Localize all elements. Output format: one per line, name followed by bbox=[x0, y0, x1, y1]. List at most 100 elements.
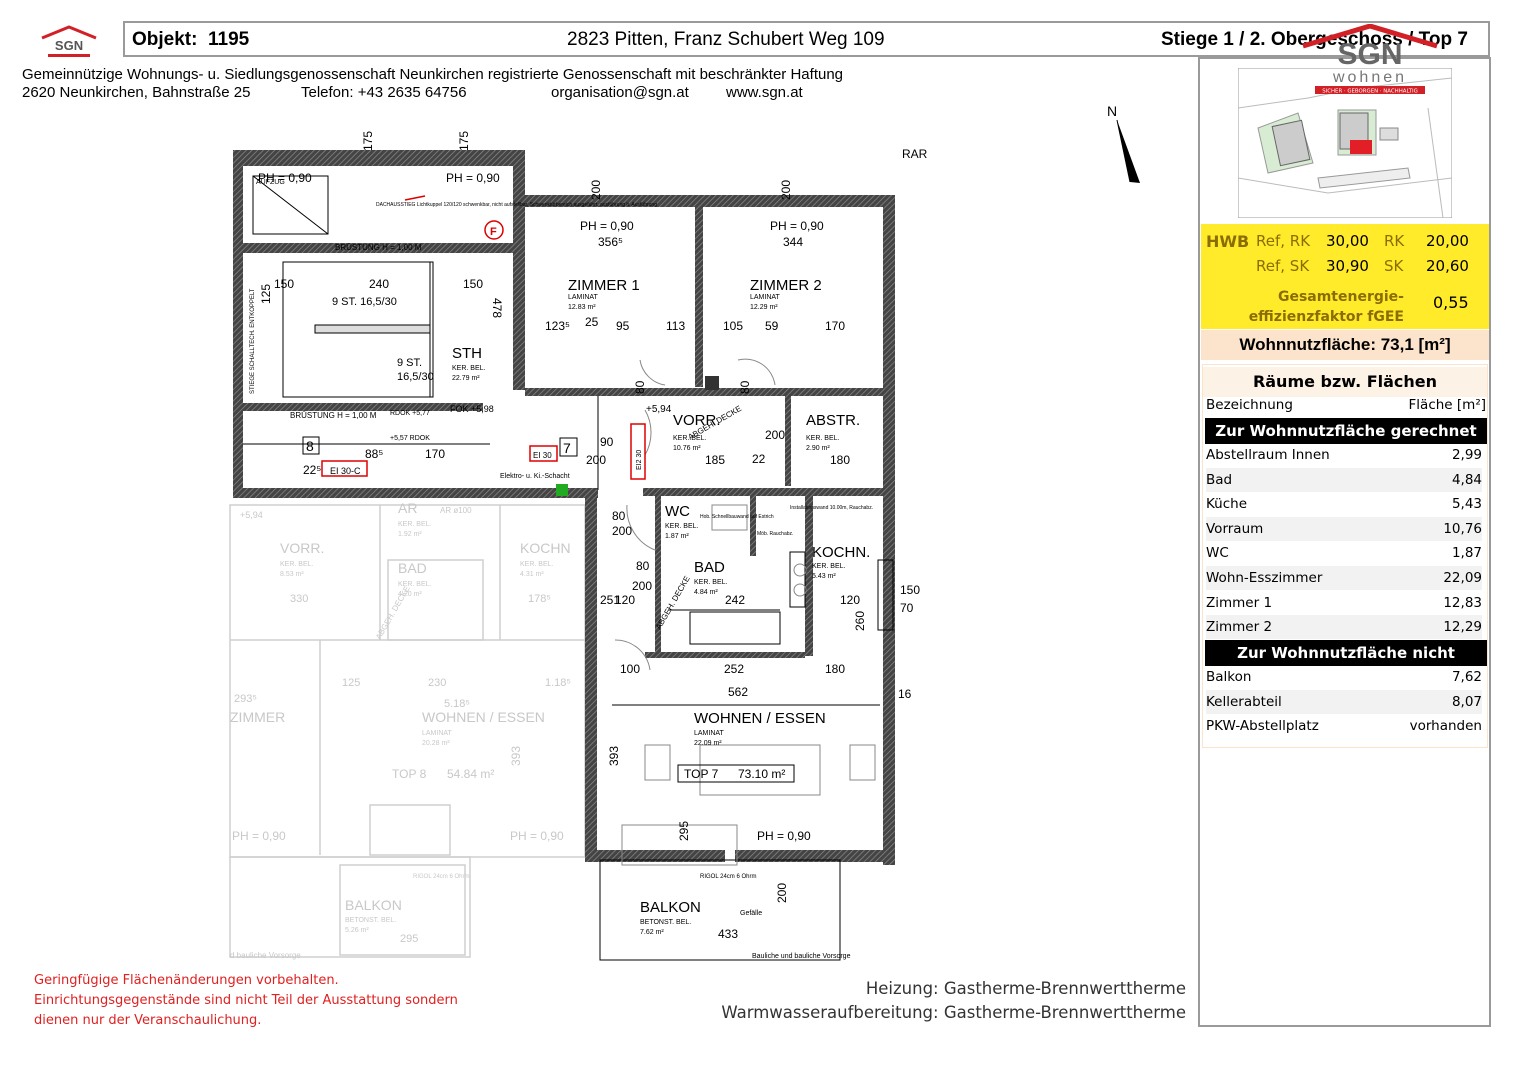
dimension-label: 80 bbox=[738, 380, 752, 394]
objekt-number: 1195 bbox=[208, 29, 250, 50]
dimension-label: 175 bbox=[457, 131, 471, 151]
room-name-cell: WC bbox=[1206, 545, 1229, 562]
dimension-label: 252 bbox=[724, 662, 744, 676]
room-area-cell: 7,62 bbox=[1451, 669, 1482, 685]
ghost-fok: +5,94 bbox=[240, 510, 263, 520]
logo-brand-text: SGN bbox=[1337, 38, 1402, 71]
ghost-bad-area: 4.20 m² bbox=[398, 591, 422, 598]
bruestung-bottom: BRÜSTUNG H = 1,00 M bbox=[290, 411, 377, 420]
dimension-label: F bbox=[490, 226, 497, 238]
organisation-web[interactable]: www.sgn.at bbox=[726, 84, 803, 101]
dimension-label: 120 bbox=[840, 593, 860, 607]
balkon-floor: BETONST. BEL. bbox=[640, 919, 691, 926]
ghost-balkon: BALKON bbox=[345, 897, 402, 913]
dimension-label: 22 bbox=[752, 452, 766, 466]
dimension-label: 80 bbox=[636, 559, 650, 573]
zimmer2-floor: LAMINAT bbox=[750, 294, 781, 301]
dimension-label: 80 bbox=[612, 509, 626, 523]
organisation-email[interactable]: organisation@sgn.at bbox=[551, 84, 689, 101]
ghost-top8-area: 54.84 m² bbox=[447, 767, 494, 781]
walls bbox=[233, 150, 895, 865]
dimension-label: 95 bbox=[616, 319, 630, 333]
ref-rk-value: 30,00 bbox=[1326, 232, 1369, 250]
marker-7: 7 bbox=[563, 440, 571, 456]
room-area-cell: vorhanden bbox=[1409, 718, 1482, 735]
rar-label: RAR bbox=[902, 147, 928, 161]
sgn-logo-small: SGN bbox=[38, 24, 100, 62]
room-area-cell: 12,29 bbox=[1443, 619, 1482, 636]
ph-label-2: PH = 0,90 bbox=[446, 171, 500, 185]
balkon-area: 7.62 m² bbox=[640, 929, 664, 936]
dimension-label: 200 bbox=[632, 579, 652, 593]
dimension-label: 150 bbox=[900, 583, 920, 597]
kochn-area: 5.43 m² bbox=[812, 573, 836, 580]
table-row: Zimmer 2 12,29 bbox=[1206, 615, 1482, 640]
dimension-label: 90 bbox=[600, 435, 614, 449]
footer-note: Bauliche und bauliche Vorsorge bbox=[752, 953, 851, 960]
ei30-label: EI 30 bbox=[533, 451, 552, 460]
dimension-label: 180 bbox=[830, 453, 850, 467]
dimension-label: 242 bbox=[725, 593, 745, 607]
logo-tagline: SICHER · GEBORGEN · NACHHALTIG bbox=[1322, 89, 1418, 95]
ghost-vorr: VORR. bbox=[280, 540, 324, 556]
dimension-label: 22⁵ bbox=[303, 463, 321, 477]
stairs-bottom: 9 ST. bbox=[397, 357, 422, 369]
sgn-wohnen-logo: SGN wohnen SICHER · GEBORGEN · NACHHALTI… bbox=[1295, 23, 1445, 96]
vorr-area: 10.76 m² bbox=[673, 445, 701, 452]
dimension-label: 200 bbox=[612, 524, 632, 538]
mob-note: Möb. Rauchabz. bbox=[757, 531, 793, 537]
ghost-zimmer: ZIMMER bbox=[230, 709, 285, 725]
room-bad: BAD bbox=[694, 559, 725, 576]
room-area-cell: 5,43 bbox=[1451, 496, 1482, 513]
room-name-cell: Wohn-Esszimmer bbox=[1206, 570, 1323, 586]
dimension-label: 180 bbox=[825, 662, 845, 676]
bad-area: 4.84 m² bbox=[694, 589, 718, 596]
ghost-ar-area: 1.92 m² bbox=[398, 531, 422, 538]
room-name-cell: Zimmer 2 bbox=[1206, 619, 1273, 636]
ghost-dim-230: 230 bbox=[428, 677, 446, 689]
room-name-cell: Balkon bbox=[1206, 669, 1252, 685]
abstr-floor: KER. BEL. bbox=[806, 435, 840, 442]
ghost-dim-518: 5.18⁵ bbox=[444, 698, 470, 710]
fok-2: +5,94 bbox=[646, 404, 672, 415]
wc-floor: KER. BEL. bbox=[665, 523, 699, 530]
room-name-cell: PKW-Abstellplatz bbox=[1206, 718, 1319, 735]
heizung-text: Heizung: Gastherme-Brennwerttherme bbox=[865, 979, 1186, 998]
ghost-dim-330: 330 bbox=[290, 593, 308, 605]
dimension-label: 200 bbox=[586, 453, 606, 467]
logo-left-text: SGN bbox=[55, 38, 83, 53]
vorr-floor: KER. BEL. bbox=[673, 435, 707, 442]
room-area-cell: 8,07 bbox=[1451, 693, 1482, 710]
ghost-dim-293: 293⁵ bbox=[234, 693, 257, 705]
dimension-label: 260 bbox=[853, 611, 867, 631]
col-area-header: Fläche [m²] bbox=[1408, 397, 1486, 413]
ghost-ar: AR bbox=[398, 500, 417, 516]
rk-label: RK bbox=[1384, 232, 1405, 250]
dimension-label: 170 bbox=[825, 319, 845, 333]
room-name-cell: Zimmer 1 bbox=[1206, 594, 1273, 611]
dimension-label: 105 bbox=[723, 319, 743, 333]
room-name-cell: Kellerabteil bbox=[1206, 693, 1282, 710]
ghost-unit-top8 bbox=[229, 504, 586, 958]
ghost-ph-1: PH = 0,90 bbox=[232, 829, 286, 843]
dimension-label: 120 bbox=[615, 593, 635, 607]
abstr-area: 2.90 m² bbox=[806, 445, 830, 452]
ghost-balkon-floor: BETONST. BEL. bbox=[345, 917, 396, 924]
ghost-ar-label: AR ø100 bbox=[440, 506, 472, 515]
fgee-label: Gesamtenergie-effizienzfaktor fGEE bbox=[1248, 289, 1404, 325]
sth-area: 22.79 m² bbox=[452, 375, 480, 382]
ghost-dim-1185: 1.18⁵ bbox=[545, 677, 571, 689]
objekt-label: Objekt: 1195 bbox=[132, 29, 250, 50]
organisation-name: Gemeinnützige Wohnungs- u. Siedlungsgeno… bbox=[22, 66, 844, 83]
room-name-cell: Bad bbox=[1206, 471, 1233, 488]
ghost-balkon-area: 5.26 m² bbox=[345, 927, 369, 934]
ghost-bad-floor: KER. BEL. bbox=[398, 581, 432, 588]
col-name-header: Bezeichnung bbox=[1206, 397, 1293, 413]
north-label: N bbox=[1107, 103, 1117, 119]
room-wohnen: WOHNEN / ESSEN bbox=[694, 710, 826, 727]
